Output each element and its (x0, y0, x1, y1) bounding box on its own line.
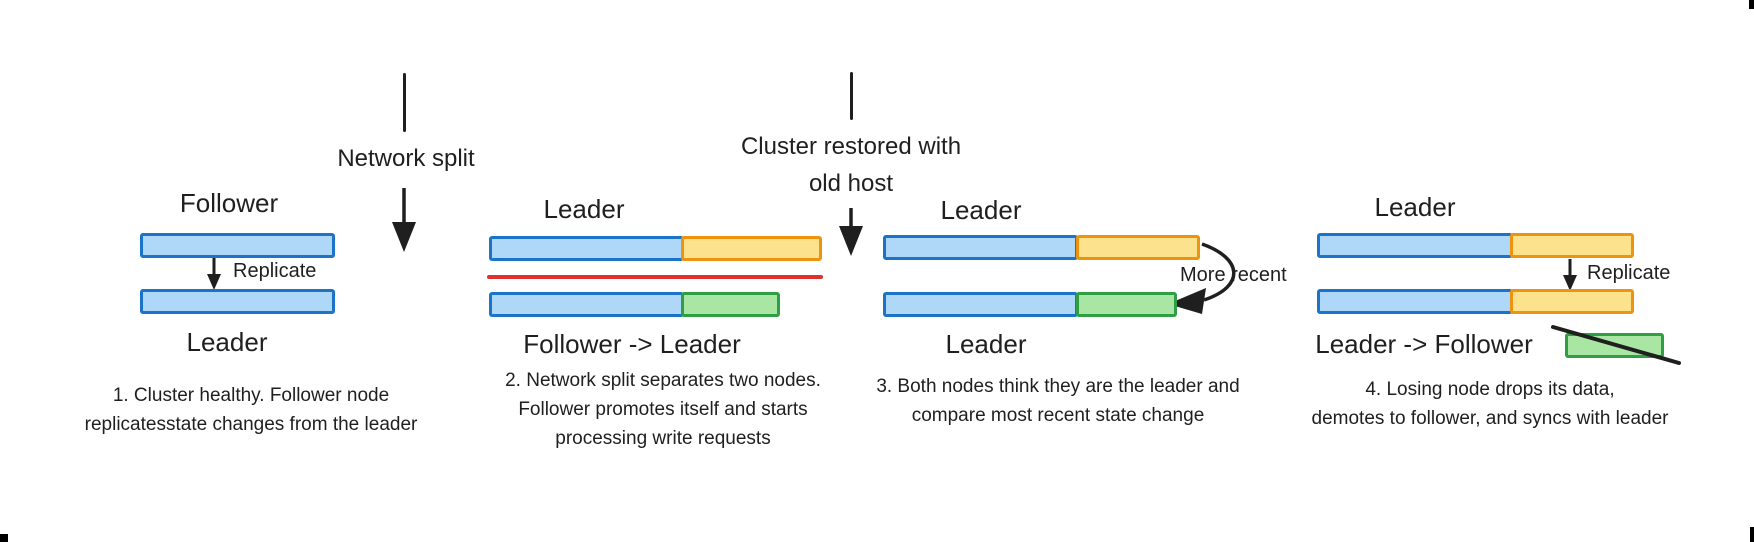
panel-4-top-bar-yellow (1510, 233, 1634, 258)
panel-2-caption-line-3: processing write requests (555, 428, 771, 449)
panel-2-split-red-line (487, 275, 823, 279)
panel-2-bottom-bar-green (681, 292, 780, 317)
cluster-restored-top-line (850, 72, 853, 120)
panel-1-caption-line-2: replicatesstate changes from the leader (84, 414, 418, 435)
strike-through-line-icon (1551, 325, 1681, 365)
panel-4-caption-line-1: 4. Losing node drops its data, (1365, 379, 1615, 400)
panel-1-bottom-label: Leader (186, 327, 268, 357)
panel-3-bottom-label: Leader (945, 329, 1027, 359)
edge-mark-bottom-left (0, 534, 8, 542)
panel-4-bottom-label: Leader -> Follower (1315, 329, 1533, 359)
panel-2-bottom-bar-blue (489, 292, 684, 317)
panel-3-caption-line-1: 3. Both nodes think they are the leader … (876, 376, 1240, 397)
panel-4-caption-line-2: demotes to follower, and syncs with lead… (1311, 408, 1669, 429)
panel-4-replicate-label: Replicate (1587, 262, 1671, 284)
panel-4-caption: 4. Losing node drops its data, demotes t… (1312, 375, 1669, 433)
panel-3-bottom-bar-blue (883, 292, 1078, 317)
panel-1-top-bar-blue (140, 233, 335, 258)
panel-4-top-bar-blue (1317, 233, 1513, 258)
panel-3-top-bar-yellow (1076, 235, 1200, 260)
panel-3-top-bar-blue (883, 235, 1078, 260)
cluster-restored-label: Cluster restored with old host (741, 128, 961, 202)
panel-4-bottom-bar-yellow (1510, 289, 1634, 314)
panel-2-caption: 2. Network split separates two nodes. Fo… (505, 366, 821, 453)
network-split-down-arrow-icon (392, 188, 416, 252)
panel-1-bottom-bar-blue (140, 289, 335, 314)
edge-mark-top-right (1749, 0, 1754, 9)
panel-1-caption-line-1: 1. Cluster healthy. Follower node (112, 385, 390, 406)
panel-2-top-bar-yellow (681, 236, 822, 261)
panel-3-caption: 3. Both nodes think they are the leader … (876, 372, 1239, 430)
panel-1-replicate-arrow-icon (207, 258, 221, 290)
panel-4-top-label: Leader (1374, 192, 1456, 222)
cluster-restored-down-arrow-icon (839, 208, 863, 256)
panel-1-top-label: Follower (179, 188, 279, 218)
cluster-restored-label-line-1: Cluster restored with (740, 133, 962, 160)
panel-2-bottom-label: Follower -> Leader (523, 329, 741, 359)
panel-4-replicate-arrow-icon (1563, 259, 1577, 291)
more-recent-label: More recent (1180, 264, 1287, 286)
more-recent-curved-arrow-icon (1168, 242, 1236, 314)
panel-2-top-label: Leader (543, 194, 625, 224)
edge-mark-bottom-right (1750, 527, 1754, 542)
panel-3-top-label: Leader (940, 195, 1022, 225)
network-split-label: Network split (337, 145, 475, 172)
panel-4-bottom-bar-blue (1317, 289, 1513, 314)
panel-2-top-bar-blue (489, 236, 684, 261)
panel-1-replicate-label: Replicate (233, 260, 317, 282)
panel-1-caption: 1. Cluster healthy. Follower node replic… (85, 381, 418, 439)
network-split-top-line (403, 73, 406, 132)
cluster-restored-label-line-2: old host (808, 170, 894, 197)
panel-3-caption-line-2: compare most recent state change (911, 405, 1205, 426)
panel-2-caption-line-1: 2. Network split separates two nodes. (505, 370, 821, 391)
panel-3-bottom-bar-green (1076, 292, 1177, 317)
panel-2-caption-line-2: Follower promotes itself and starts (518, 399, 808, 420)
